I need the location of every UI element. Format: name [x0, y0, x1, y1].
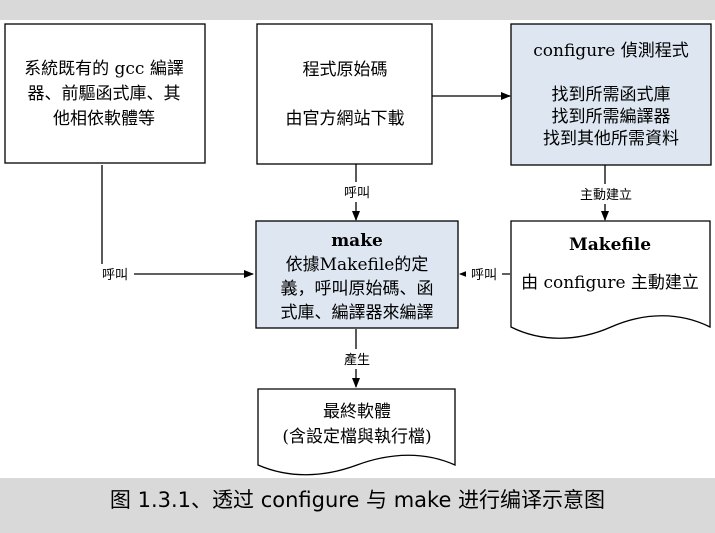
node-gcc-line-1: 系統既有的 gcc 編譯	[24, 59, 184, 79]
node-final: 最終軟體 (含設定檔與執行檔)	[257, 388, 456, 476]
node-configure-line-1: configure 偵測程式	[533, 41, 688, 61]
figure-caption: 图 1.3.1、透过 configure 与 make 进行编译示意图	[109, 488, 606, 512]
node-make: make 依據Makefile的定 義，呼叫原始碼、函 式庫、編譯器來編譯	[255, 220, 459, 329]
node-configure: configure 偵測程式 找到所需函式庫 找到所需編譯器 找到其他所需資料	[510, 23, 712, 166]
edge-label-gcc-to-make: 呼叫	[102, 268, 128, 283]
node-final-line-2: (含設定檔與執行檔)	[282, 427, 431, 447]
diagram-frame: 呼叫 呼叫 主動建立 呼叫 產生 系統既有的 gcc 編譯 器、前驅函式庫、其 …	[0, 20, 715, 478]
node-make-line-3: 義，呼叫原始碼、函	[281, 279, 434, 299]
node-make-line-2: 依據Makefile的定	[286, 255, 429, 275]
node-configure-line-2: 找到所需函式庫	[552, 85, 671, 105]
node-configure-line-4: 找到其他所需資料	[543, 129, 679, 149]
node-source-line-1: 程式原始碼	[303, 60, 388, 80]
node-final-line-1: 最終軟體	[323, 402, 391, 422]
node-gcc-line-3: 他相依軟體等	[53, 109, 155, 129]
node-makefile-line-1: Makefile	[569, 235, 651, 255]
node-source: 程式原始碼 由官方網站下載	[256, 23, 433, 165]
node-gcc-line-2: 器、前驅函式庫、其	[28, 84, 181, 104]
edge-gcc-to-make	[101, 165, 254, 278]
edge-label-makefile-to-make: 呼叫	[471, 268, 497, 283]
node-makefile-line-2: 由 configure 主動建立	[521, 273, 699, 293]
node-configure-line-3: 找到所需編譯器	[552, 107, 671, 127]
edge-label-configure-to-makefile: 主動建立	[580, 188, 632, 203]
edge-label-source-to-make: 呼叫	[344, 186, 370, 201]
edge-labels: 呼叫 呼叫 主動建立 呼叫 產生	[100, 182, 636, 369]
edge-label-make-to-final: 產生	[344, 352, 370, 368]
node-source-line-2: 由官方網站下載	[286, 109, 405, 129]
flow-diagram: 呼叫 呼叫 主動建立 呼叫 產生 系統既有的 gcc 編譯 器、前驅函式庫、其 …	[4, 23, 712, 476]
node-gcc: 系統既有的 gcc 編譯 器、前驅函式庫、其 他相依軟體等	[4, 23, 206, 164]
node-make-line-4: 式庫、編譯器來編譯	[281, 303, 434, 323]
node-makefile: Makefile 由 configure 主動建立	[510, 220, 711, 339]
node-make-line-1: make	[331, 231, 383, 251]
